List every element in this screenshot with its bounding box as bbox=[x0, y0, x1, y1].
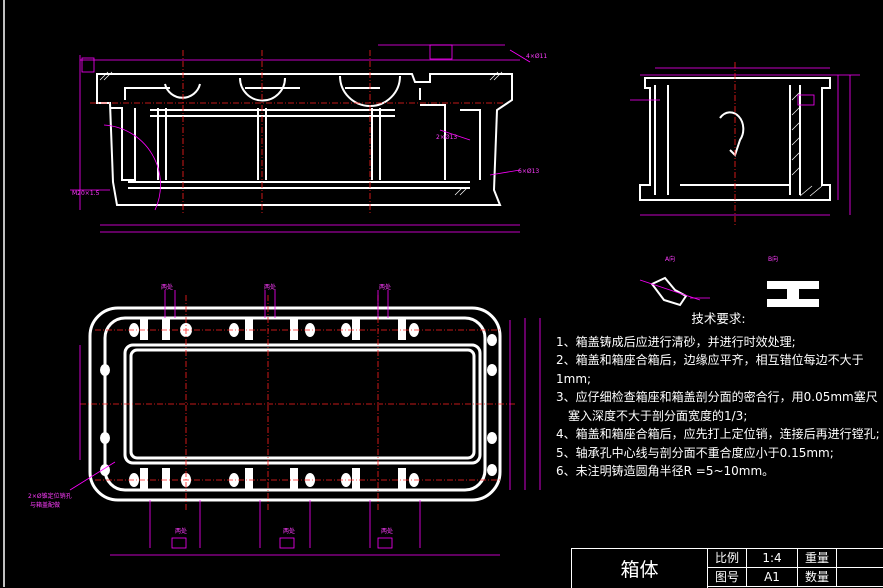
note-item-4: 4、箱盖和箱座合箱后，应先打上定位销，连接后再进行镗孔; bbox=[556, 427, 880, 441]
label-two-places-5: 两处 bbox=[283, 528, 296, 535]
top-view-centerlines bbox=[80, 295, 515, 510]
note-item-6: 6、未注明铸造圆角半径R =5~10mm。 bbox=[556, 464, 775, 478]
label-hole-6x13: 6×Ø13 bbox=[518, 168, 540, 175]
front-view-centerlines bbox=[90, 50, 505, 215]
note-item-5: 5、轴承孔中心线与剖分面不重合度应小于0.15mm; bbox=[556, 445, 834, 460]
title-block: 箱体 比例 1:4 重量 图号 A1 数量 bbox=[571, 548, 883, 588]
label-two-places-4: 两处 bbox=[175, 528, 188, 535]
bearing-arcs bbox=[164, 75, 401, 107]
qty-value bbox=[837, 568, 883, 587]
notes-heading: 技术要求: bbox=[691, 311, 746, 326]
label-pin-hole-2: 与箱盖配做 bbox=[30, 502, 61, 509]
label-two-places-3: 两处 bbox=[379, 284, 392, 291]
label-two-places-6: 两处 bbox=[381, 528, 394, 535]
top-view-dims bbox=[69, 290, 541, 556]
note-item-1: 1、箱盖铸成后应进行清砂，并进行时效处理; bbox=[556, 334, 796, 349]
side-view-hatching bbox=[791, 91, 823, 197]
scale-label: 比例 bbox=[708, 549, 747, 568]
view-a-dims bbox=[639, 279, 710, 301]
note-item-2: 2、箱盖和箱座合箱后，边缘应平齐，相互错位每边不大于1mm; bbox=[556, 353, 864, 386]
label-two-places-1: 两处 bbox=[161, 284, 174, 291]
note-item-3-cont: 塞入深度不大于剖分面宽度的1/3; bbox=[568, 408, 748, 423]
sheet-label: 图号 bbox=[708, 568, 747, 587]
label-view-b: B向 bbox=[768, 256, 779, 263]
weight-label: 重量 bbox=[798, 549, 837, 568]
qty-label: 数量 bbox=[798, 568, 837, 587]
view-b-detail bbox=[767, 281, 819, 307]
label-two-places-2: 两处 bbox=[264, 284, 277, 291]
front-view-dims bbox=[70, 44, 531, 233]
label-hole-4x11: 4×Ø11 bbox=[526, 53, 548, 60]
note-item-3: 3、应仔细检查箱座和箱盖剖分面的密合行，用0.05mm塞尺 bbox=[556, 390, 878, 404]
view-a-detail bbox=[650, 276, 688, 307]
front-view-hatching bbox=[99, 71, 503, 196]
technical-requirements: 技术要求: 1、箱盖铸成后应进行清砂，并进行时效处理; 2、箱盖和箱座合箱后，边… bbox=[556, 310, 881, 481]
label-pin-hole: 2×Ø锥定位销孔 bbox=[28, 493, 72, 500]
top-view-holes bbox=[100, 318, 497, 490]
sheet-value: A1 bbox=[747, 568, 798, 587]
front-view bbox=[96, 73, 513, 206]
label-thread: M20×1.5 bbox=[72, 190, 100, 197]
scale-value: 1:4 bbox=[747, 549, 798, 568]
label-view-a: A向 bbox=[665, 256, 676, 263]
side-view-dims bbox=[630, 67, 860, 216]
weight-value bbox=[837, 549, 883, 568]
side-view bbox=[639, 77, 831, 201]
label-hole-2x13: 2×Ø13 bbox=[436, 134, 458, 141]
drawing-title: 箱体 bbox=[572, 549, 708, 588]
